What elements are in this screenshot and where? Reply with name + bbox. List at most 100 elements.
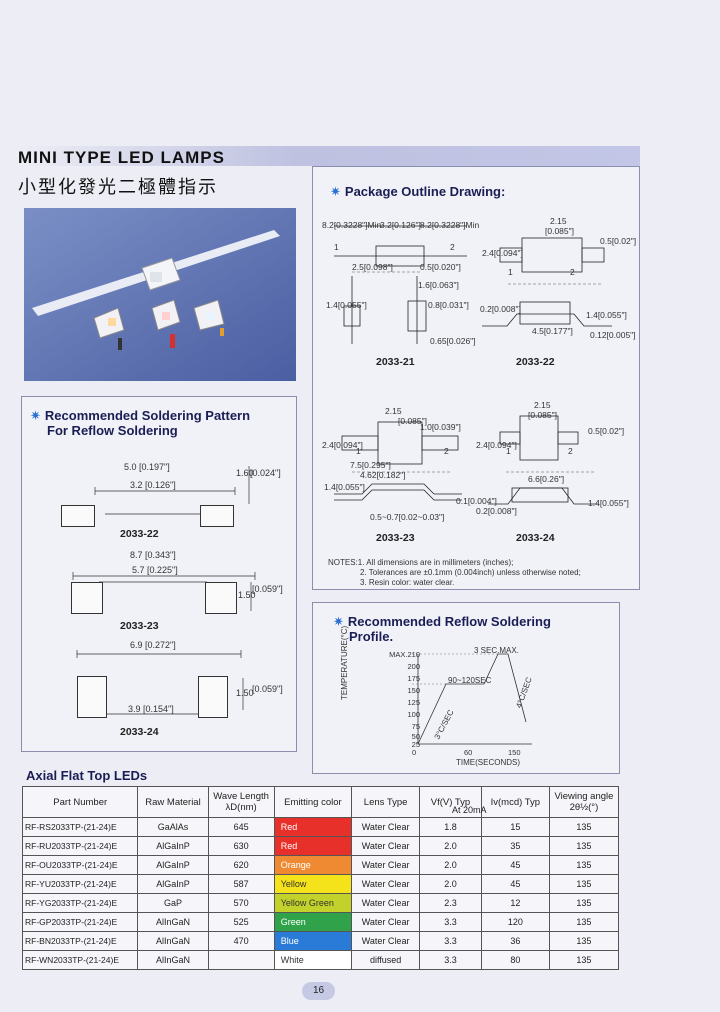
pad-2033-22-left xyxy=(61,505,95,527)
cell-lens: Water Clear xyxy=(351,931,421,951)
cell-iv: 80 xyxy=(480,950,550,970)
dim-2033-21-d: 2.5[0.098"] xyxy=(352,262,393,272)
cell-vf: 3.3 xyxy=(419,912,482,932)
soldering-pattern-heading: ✷Recommended Soldering Pattern xyxy=(30,408,251,423)
cell-iv: 45 xyxy=(480,874,550,894)
pad-2033-24-left xyxy=(77,676,107,718)
pattern-2033-22-label: 2033-22 xyxy=(120,528,159,540)
soldering-pattern-heading-line2: For Reflow Soldering xyxy=(47,423,178,438)
cell-vf: 2.3 xyxy=(419,893,482,913)
cell-angle: 135 xyxy=(548,855,620,875)
dim-2033-23-d: 1.0[0.039"] xyxy=(420,422,461,432)
p24-dim-d: [0.059"] xyxy=(252,684,283,694)
page-subtitle-chinese: 小型化發光二極體指示 xyxy=(18,177,218,198)
cell-iv: 45 xyxy=(480,855,550,875)
cell-part: RF-YU2033TP-(21-24)E xyxy=(21,874,139,894)
cell-iv: 120 xyxy=(480,912,550,932)
cell-color: Red xyxy=(273,836,353,856)
cell-wave: 630 xyxy=(207,836,275,856)
cell-lens: Water Clear xyxy=(351,836,421,856)
dim-2033-22-j: 0.12[0.005"] xyxy=(590,330,636,340)
star-bullet-icon: ✷ xyxy=(333,614,344,629)
title-band xyxy=(15,146,640,166)
dim-2033-23-k: 0.1[0.004"] xyxy=(456,496,497,506)
dim-2033-21-a: 8.2[0.3228"]Min xyxy=(322,220,382,230)
pin-1-label-23: 1 xyxy=(356,446,361,456)
y-tick-50: 50 xyxy=(411,732,420,741)
col-iv-typ-label: Iv(mcd) Typ xyxy=(490,796,541,808)
cell-material: AlGaInP xyxy=(137,836,209,856)
cell-wave: 525 xyxy=(207,912,275,932)
col-iv-typ: Iv(mcd) Typ xyxy=(480,786,550,818)
p23-dim-b: 5.7 [0.225"] xyxy=(132,565,178,575)
reflow-profile-heading-line2: Profile. xyxy=(349,629,394,644)
dim-2033-24-g: 6.6[0.26"] xyxy=(528,474,565,484)
cell-color: Yellow Green xyxy=(273,893,353,913)
dim-2033-22-h: 4.5[0.177"] xyxy=(532,326,573,336)
p22-dim-d: [0.024"] xyxy=(250,468,281,478)
cell-iv: 35 xyxy=(480,836,550,856)
cell-angle: 135 xyxy=(548,950,620,970)
dim-2033-23-a: 2.15 xyxy=(385,406,402,416)
cell-material: AlGaInP xyxy=(137,855,209,875)
reflow-profile-panel xyxy=(312,602,620,774)
dim-2033-23-i: 1.4[0.055"] xyxy=(324,482,365,492)
x-axis-label: TIME(SECONDS) xyxy=(456,758,520,767)
cell-angle: 135 xyxy=(548,817,620,837)
cell-iv: 15 xyxy=(480,817,550,837)
dim-2033-21-j: 0.65[0.026"] xyxy=(430,336,476,346)
page-number: 16 xyxy=(302,982,335,1000)
cell-material: AlInGaN xyxy=(137,912,209,932)
cell-iv: 12 xyxy=(480,893,550,913)
dim-2033-22-b: [0.085"] xyxy=(545,226,575,236)
cell-vf: 2.0 xyxy=(419,836,482,856)
pad-2033-23-right xyxy=(205,582,237,614)
col-lens-type: Lens Type xyxy=(351,786,421,818)
cell-part: RF-RS2033TP-(21-24)E xyxy=(21,817,139,837)
dim-2033-21-i: 0.8[0.031"] xyxy=(428,300,469,310)
p24-dim-b: 3.9 [0.154"] xyxy=(128,704,174,714)
cell-lens: diffused xyxy=(351,950,421,970)
pin-2-label-22: 2 xyxy=(570,267,575,277)
cell-lens: Water Clear xyxy=(351,817,421,837)
y-tick-200: 200 xyxy=(407,662,420,671)
cell-material: AlInGaN xyxy=(137,931,209,951)
col-viewing-angle: Viewing angle 2θ½(°) xyxy=(548,786,620,818)
x-tick-150: 150 xyxy=(508,748,521,757)
dim-2033-24-i: 0.2[0.008"] xyxy=(476,506,517,516)
cell-angle: 135 xyxy=(548,874,620,894)
pattern-2033-24-label: 2033-24 xyxy=(120,726,159,738)
pad-2033-22-right xyxy=(200,505,234,527)
cell-vf: 2.0 xyxy=(419,874,482,894)
y-tick-150: 150 xyxy=(407,686,420,695)
dim-2033-24-b: [0.085"] xyxy=(528,410,558,420)
cell-lens: Water Clear xyxy=(351,893,421,913)
cell-angle: 135 xyxy=(548,836,620,856)
y-axis-label: TEMPERATURE(°C) xyxy=(340,625,349,700)
cell-lens: Water Clear xyxy=(351,874,421,894)
cell-wave: 645 xyxy=(207,817,275,837)
dim-2033-24-d: 0.5[0.02"] xyxy=(588,426,625,436)
pad-2033-24-right xyxy=(198,676,228,718)
y-tick-75: 75 xyxy=(411,722,420,731)
note-1: NOTES:1. All dimensions are in millimete… xyxy=(328,558,514,567)
dim-2033-22-g: 0.2[0.008"] xyxy=(480,304,521,314)
cell-lens: Water Clear xyxy=(351,855,421,875)
dim-2033-23-c: 2.4[0.094"] xyxy=(322,440,363,450)
table-header-row: Part Number Raw Material Wave Length λD(… xyxy=(21,786,620,818)
cell-color: Blue xyxy=(273,931,353,951)
pad-2033-23-left xyxy=(71,582,103,614)
cell-vf: 1.8 xyxy=(419,817,482,837)
annotation-3-sec-max: 3 SEC.MAX. xyxy=(474,646,519,655)
p24-dim-a: 6.9 [0.272"] xyxy=(130,640,176,650)
table-heading: Axial Flat Top LEDs xyxy=(26,768,148,783)
dim-2033-23-h: 4.62[0.182"] xyxy=(360,470,406,480)
dim-2033-21-e: 0.5[0.020"] xyxy=(420,262,461,272)
soldering-pattern-panel xyxy=(21,396,297,752)
p23-dim-d: [0.059"] xyxy=(252,584,283,594)
star-bullet-icon: ✷ xyxy=(30,408,41,423)
